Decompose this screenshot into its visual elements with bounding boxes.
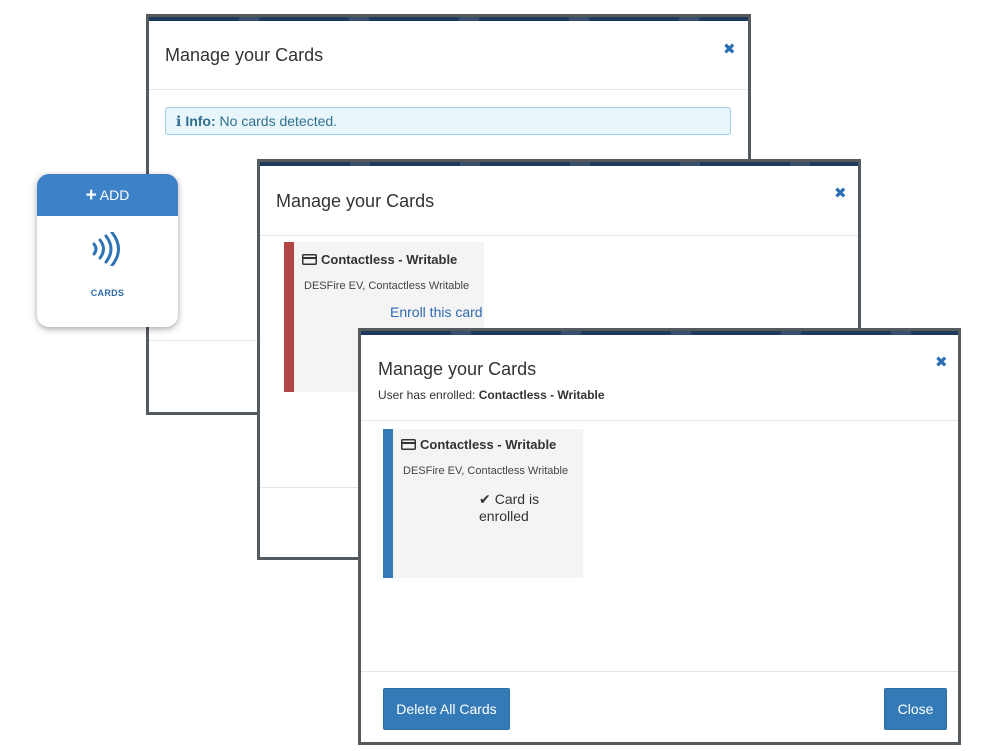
add-cards-tile[interactable]: + ADD CARDS bbox=[37, 174, 178, 327]
modal-title: Manage your Cards bbox=[378, 359, 537, 379]
credit-card-icon bbox=[302, 254, 317, 265]
background-toolbar-strip bbox=[361, 331, 958, 335]
enrolled-status: ✔Card is enrolled bbox=[479, 491, 540, 524]
footer-divider bbox=[361, 671, 958, 672]
credit-card-icon bbox=[401, 439, 416, 450]
enrolled-card-name: Contactless - Writable bbox=[478, 388, 605, 402]
card-tile: Contactless - Writable DESFire EV, Conta… bbox=[383, 429, 583, 578]
enrolled-note: User has enrolled: Contactless - Writabl… bbox=[378, 388, 605, 402]
card-description: DESFire EV, Contactless Writable bbox=[403, 465, 569, 477]
close-icon[interactable]: ✖ bbox=[723, 41, 736, 58]
info-label: Info: bbox=[185, 113, 216, 129]
card-description: DESFire EV, Contactless Writable bbox=[304, 280, 470, 292]
card-status-stripe bbox=[383, 429, 393, 578]
contactless-icon bbox=[92, 232, 120, 266]
modal-title: Manage your Cards bbox=[276, 191, 435, 211]
close-button[interactable]: Close bbox=[884, 688, 947, 730]
background-toolbar-strip bbox=[260, 162, 858, 166]
background-toolbar-strip bbox=[149, 17, 748, 21]
info-message: No cards detected. bbox=[219, 113, 338, 129]
card-name: Contactless - Writable bbox=[401, 437, 556, 452]
card-status-stripe bbox=[284, 242, 294, 392]
header-divider bbox=[260, 235, 858, 236]
close-icon[interactable]: ✖ bbox=[834, 185, 847, 202]
modal-title: Manage your Cards bbox=[165, 45, 324, 65]
header-divider bbox=[361, 420, 958, 421]
check-icon: ✔ bbox=[479, 491, 491, 507]
plus-icon: + bbox=[85, 184, 97, 206]
card-name: Contactless - Writable bbox=[302, 252, 457, 267]
info-icon: ℹ bbox=[176, 113, 182, 129]
manage-cards-modal-enrolled: Manage your Cards ✖ User has enrolled: C… bbox=[358, 328, 961, 745]
close-icon[interactable]: ✖ bbox=[935, 354, 948, 371]
cards-label: CARDS bbox=[90, 288, 125, 298]
add-button[interactable]: + ADD bbox=[37, 174, 178, 216]
add-button-label: ADD bbox=[99, 187, 130, 203]
header-divider bbox=[149, 89, 748, 90]
delete-all-cards-button[interactable]: Delete All Cards bbox=[383, 688, 510, 730]
